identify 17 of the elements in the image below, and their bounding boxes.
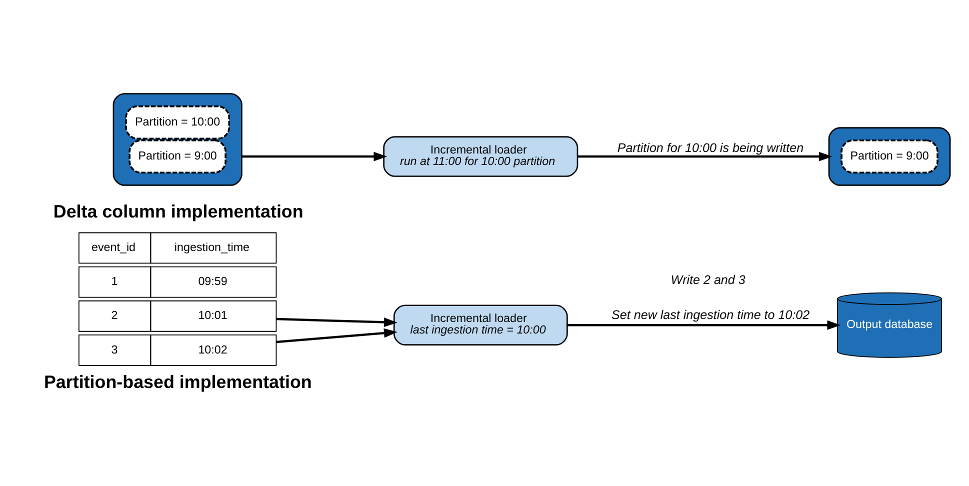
cluster	[828, 126, 951, 186]
label: Partition-based implementation	[44, 371, 312, 392]
edge-label: Partition for 10:00 is being written	[617, 140, 804, 155]
arrow	[276, 328, 398, 343]
label: Delta column implementation	[53, 200, 304, 221]
node-box: Partition = 9:00	[128, 138, 226, 174]
node-box: Partition = 10:00	[125, 104, 230, 139]
arrow	[578, 151, 832, 161]
node-box: Partition = 9:00	[840, 138, 938, 174]
label: Set new last ingestion time to 10:02	[612, 308, 810, 322]
cluster	[112, 92, 242, 186]
node-box: Incremental loader last ingestion time = 10:00	[393, 304, 568, 345]
arrow	[276, 317, 398, 326]
arrow	[242, 151, 388, 161]
arrow	[567, 320, 841, 330]
node-box: Incremental loader run at 11:00 for 10:00 partition	[383, 136, 578, 176]
edge-label: Write 2 and 3	[670, 272, 746, 287]
